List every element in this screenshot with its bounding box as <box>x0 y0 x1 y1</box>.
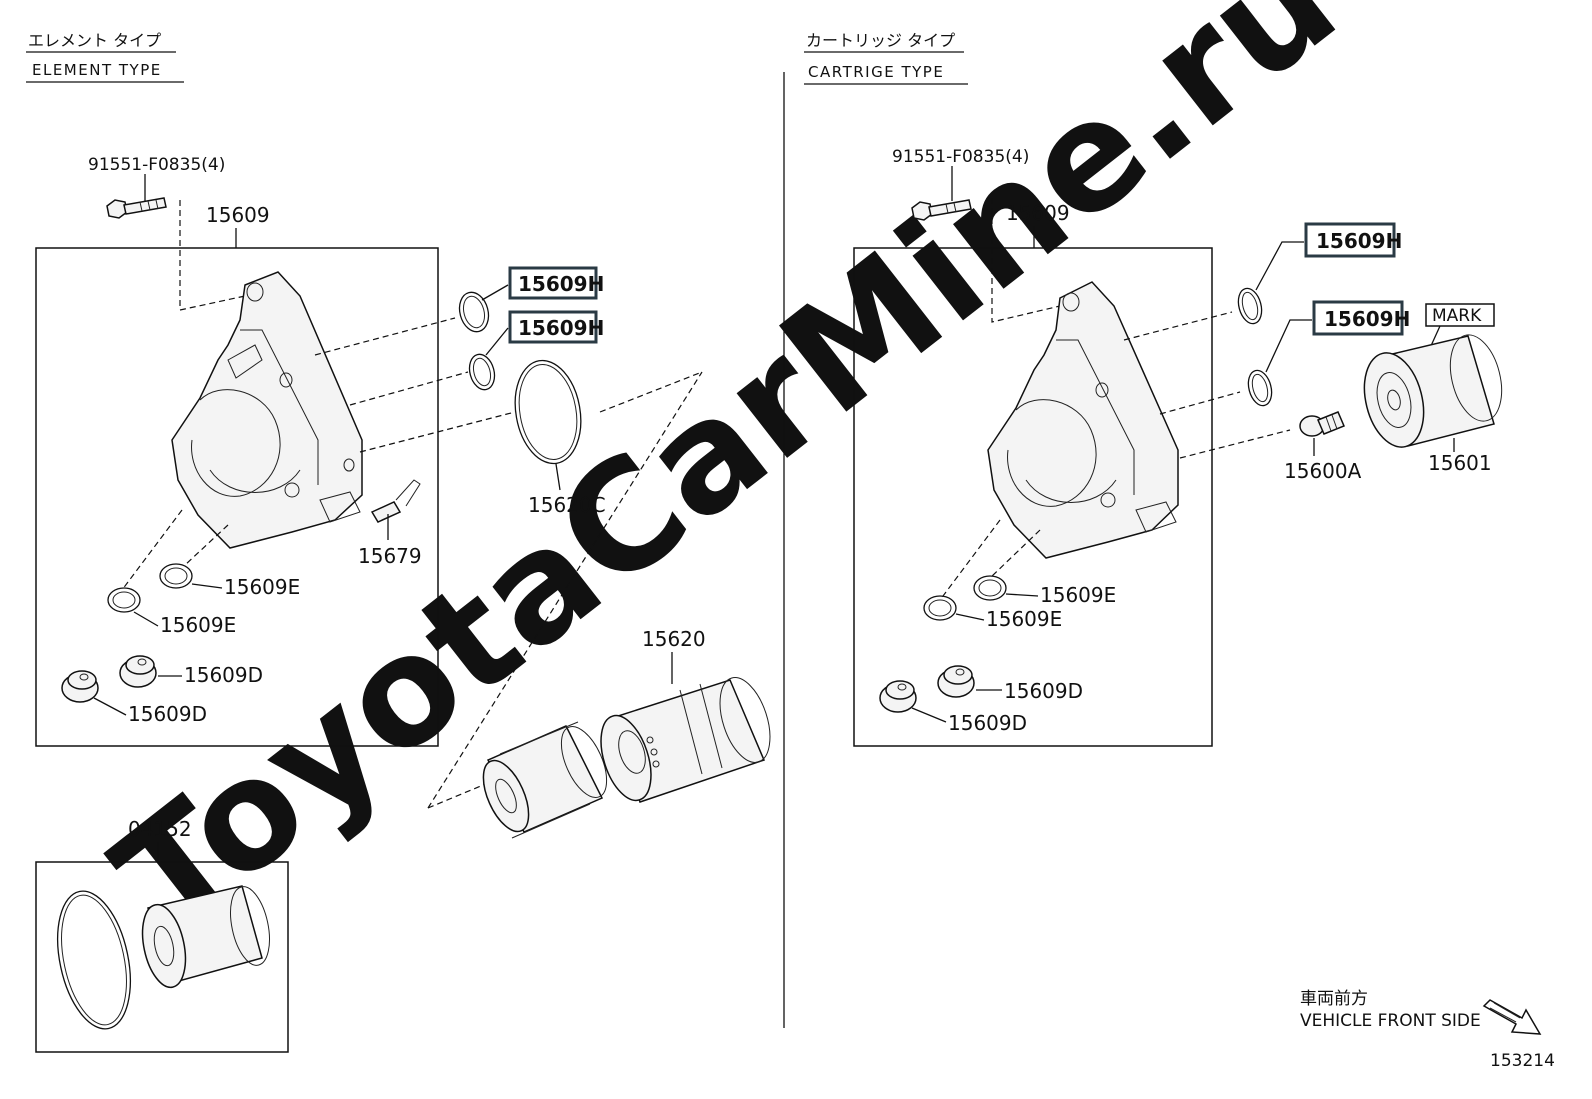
clip-icon <box>370 479 421 523</box>
housing-assembly-box-left <box>35 247 439 747</box>
filter-label: 15601 <box>1428 451 1492 475</box>
plug-label-r1: 15609D <box>1004 679 1083 703</box>
clip-label: 15679 <box>358 544 422 568</box>
oil-filter-icon <box>1363 334 1503 448</box>
direction-en: VEHICLE FRONT SIDE <box>1300 1011 1481 1031</box>
bolt-icon <box>106 197 167 219</box>
mark-label: MARK <box>1432 306 1482 326</box>
figure-number: 153214 <box>1490 1051 1555 1071</box>
gasket-label: 15620C <box>528 493 606 517</box>
gasket-icon <box>514 359 582 465</box>
o-ring-label-r2: 15609H <box>1324 307 1410 331</box>
bolt-label-left: 91551-F0835(4) <box>88 155 225 175</box>
union-label: 15600A <box>1284 459 1362 483</box>
kit-o-ring-icon <box>57 890 131 1030</box>
gasket-e-label-r1: 15609E <box>1040 583 1116 607</box>
gasket-e-label-1: 15609E <box>224 575 300 599</box>
plug-icon <box>119 655 157 688</box>
left-section: エレメント タイプ ELEMENT TYPE 91551-F0835(4) 15… <box>26 31 771 1053</box>
oil-filter-housing-icon <box>987 281 1179 559</box>
element-kit-box <box>35 861 289 1053</box>
union-bolt-icon <box>1299 411 1345 437</box>
o-ring-label-2: 15609H <box>518 316 604 340</box>
plug-icon <box>879 680 917 713</box>
plug-label-2: 15609D <box>128 702 207 726</box>
direction-jp: 車両前方 <box>1300 989 1368 1009</box>
o-ring-label-r1: 15609H <box>1316 229 1402 253</box>
left-header-en: ELEMENT TYPE <box>32 61 162 79</box>
o-ring-icon <box>1237 287 1263 325</box>
element-kit-label: 04152 <box>128 817 192 841</box>
o-ring-icon <box>468 353 496 391</box>
oil-filter-housing-icon <box>171 271 363 549</box>
filter-cap-label: 15620 <box>642 627 706 651</box>
gasket-e-icon <box>107 587 141 613</box>
plug-icon <box>937 665 975 698</box>
bolt-label-right: 91551-F0835(4) <box>892 147 1029 167</box>
o-ring-icon <box>1247 369 1273 407</box>
right-header-jp: カートリッジ タイプ <box>806 31 955 50</box>
gasket-e-label-r2: 15609E <box>986 607 1062 631</box>
kit-filter-element-icon <box>141 885 270 989</box>
highlighted-part-15609H[interactable] <box>1304 222 1396 258</box>
filter-element-icon <box>482 721 608 839</box>
highlighted-part-15609H[interactable] <box>508 266 598 300</box>
arrow-icon <box>1482 999 1542 1035</box>
housing-label-right: 15609 <box>1006 201 1070 225</box>
right-header-en: CARTRIGE TYPE <box>808 63 944 81</box>
direction-indicator: 車両前方 VEHICLE FRONT SIDE <box>1300 989 1542 1035</box>
o-ring-icon <box>458 291 490 333</box>
left-header-jp: エレメント タイプ <box>28 31 161 50</box>
gasket-e-label-2: 15609E <box>160 613 236 637</box>
plug-label-1: 15609D <box>184 663 263 687</box>
highlighted-part-15609H[interactable] <box>508 310 598 344</box>
mark-box <box>1425 303 1495 327</box>
highlighted-part-15609H[interactable] <box>1312 300 1404 336</box>
o-ring-label-1: 15609H <box>518 272 604 296</box>
gasket-e-icon <box>923 595 957 621</box>
gasket-e-icon <box>159 563 193 589</box>
housing-assembly-box-right <box>853 247 1213 747</box>
right-section: カートリッジ タイプ CARTRIGE TYPE 91551-F0835(4) … <box>804 31 1503 747</box>
plug-icon <box>61 670 99 703</box>
bolt-icon <box>911 199 972 221</box>
filter-cap-icon <box>600 677 771 803</box>
housing-label-left: 15609 <box>206 203 270 227</box>
gasket-e-icon <box>973 575 1007 601</box>
plug-label-r2: 15609D <box>948 711 1027 735</box>
